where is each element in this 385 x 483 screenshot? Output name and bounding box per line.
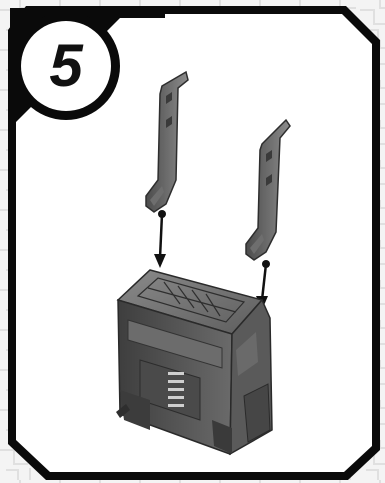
step-number: 5 — [22, 22, 110, 110]
